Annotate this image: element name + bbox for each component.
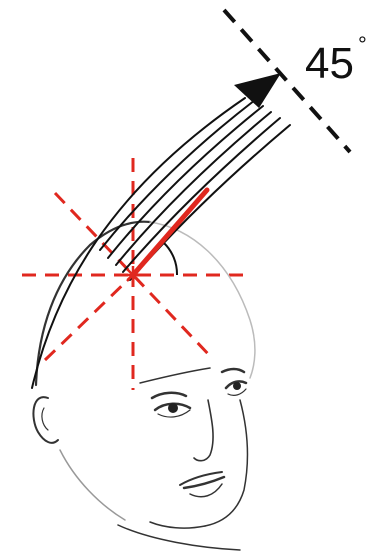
head-outline-icon	[33, 222, 255, 550]
hairline	[140, 368, 210, 383]
upper-lip	[180, 472, 222, 485]
mouth-line	[184, 477, 224, 488]
left-pupil-icon	[168, 403, 178, 413]
left-eyebrow	[152, 393, 186, 398]
ear-inner	[42, 408, 48, 430]
pupils	[168, 382, 241, 413]
right-pupil-icon	[233, 382, 241, 390]
nose-bridge	[194, 400, 213, 461]
ear	[33, 397, 58, 443]
strand-5	[130, 125, 290, 280]
direction-arrow-icon	[234, 73, 281, 108]
right-eyebrow	[222, 369, 244, 372]
angle-label: 45	[305, 39, 354, 88]
degree-symbol: °	[358, 32, 367, 57]
jaw-back	[60, 450, 125, 520]
chin	[150, 522, 205, 528]
strand-outer	[32, 98, 245, 388]
angle-arc	[164, 243, 177, 275]
